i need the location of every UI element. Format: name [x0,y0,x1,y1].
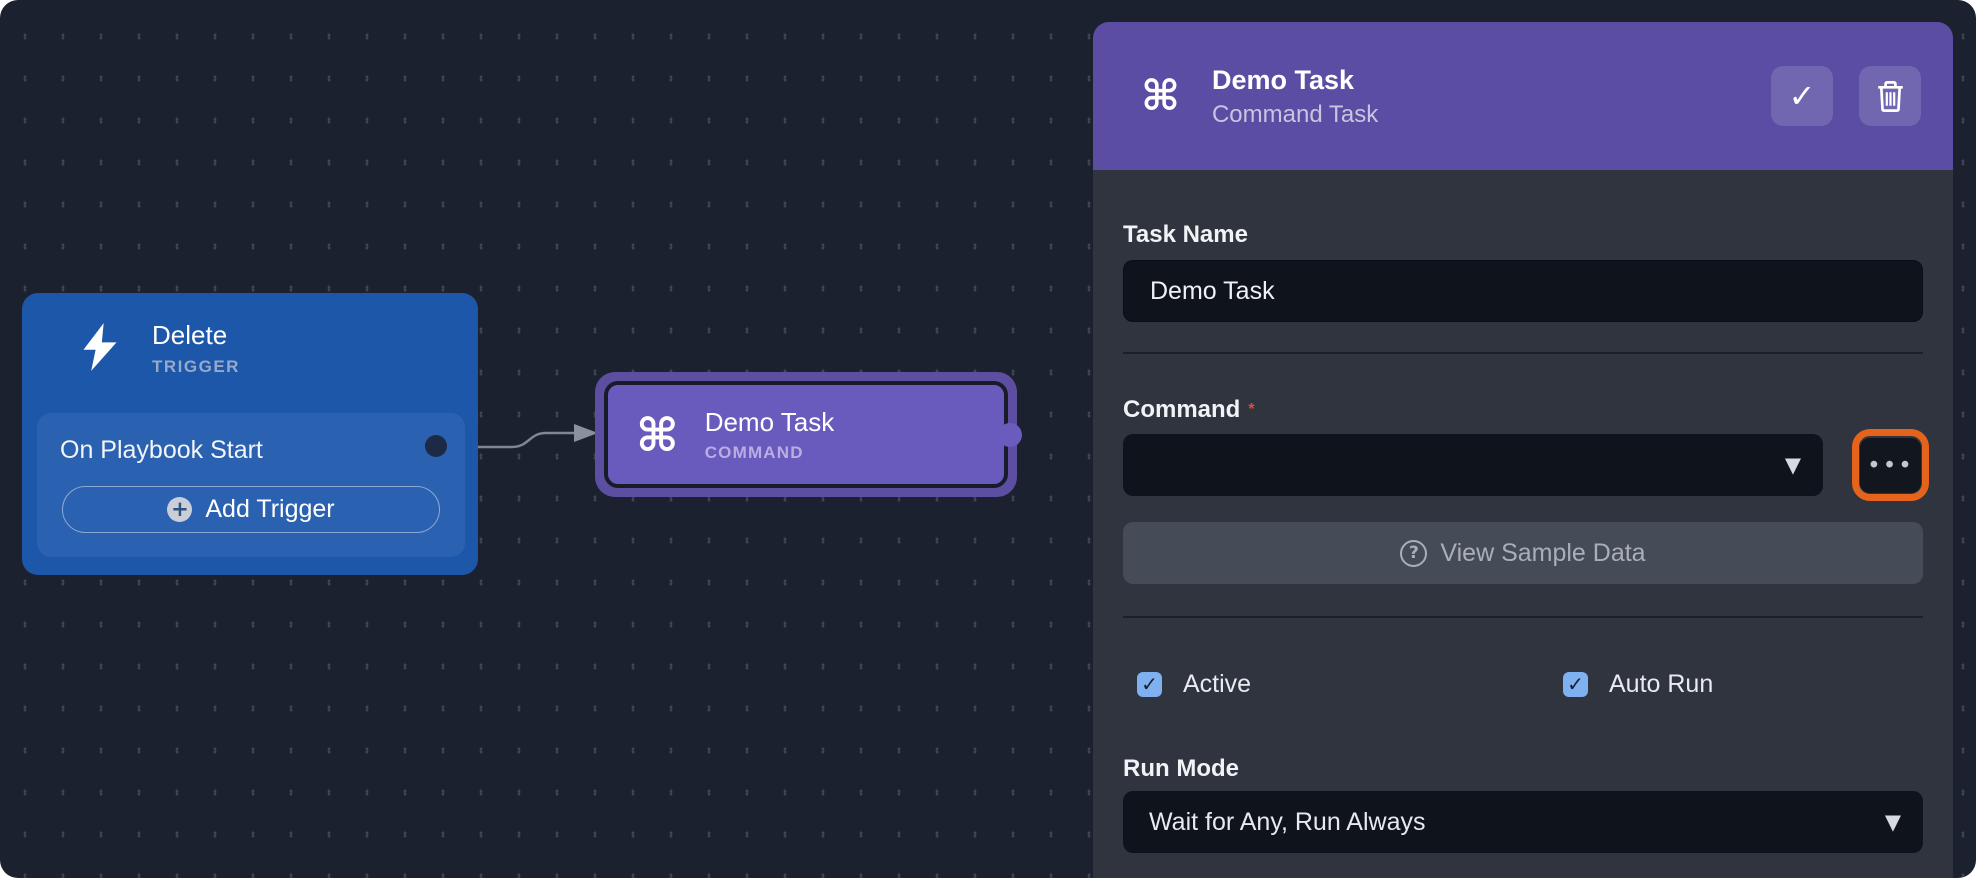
delete-task-button[interactable] [1859,66,1921,126]
command-icon: ⌘ [636,407,679,462]
add-trigger-button[interactable]: + Add Trigger [62,486,440,533]
panel-title: Demo Task [1211,64,1355,95]
chevron-down-icon: ▼ [1784,453,1801,477]
auto-run-checkbox-field[interactable]: ✓ Auto Run [1523,670,1923,699]
run-mode-label: Run Mode [1123,755,1239,782]
trigger-node-header: Delete TRIGGER [78,320,240,377]
output-connection-handle[interactable] [425,435,447,457]
checkbox-checked-icon[interactable]: ✓ [1137,672,1162,697]
task-node[interactable]: ⌘ Demo Task COMMAND [604,381,1008,488]
trigger-node-type: TRIGGER [152,357,240,376]
check-icon: ✓ [1788,77,1816,115]
panel-subtitle: Command Task [1211,100,1379,128]
trash-icon [1877,80,1903,112]
view-sample-data-label: View Sample Data [1440,538,1646,567]
task-name-input[interactable] [1123,260,1923,322]
checkbox-checked-icon[interactable]: ✓ [1563,672,1588,697]
task-node-type: COMMAND [704,442,804,462]
plus-circle-icon: + [167,497,193,522]
view-sample-data-button[interactable]: ? View Sample Data [1123,522,1923,584]
active-checkbox-field[interactable]: ✓ Active [1123,670,1523,699]
panel-header: ⌘ Demo Task Command Task ✓ [1093,22,1953,170]
command-label: Command [1123,396,1241,423]
section-divider [1123,352,1923,354]
task-node-title: Demo Task [704,406,835,437]
section-divider [1123,616,1923,618]
trigger-item-label: On Playbook Start [60,436,263,464]
auto-run-checkbox-label: Auto Run [1609,670,1714,698]
run-mode-select-value: Wait for Any, Run Always [1149,807,1426,836]
task-node-selection-ring[interactable]: ⌘ Demo Task COMMAND [595,372,1022,497]
question-circle-icon: ? [1400,539,1428,567]
add-trigger-label: Add Trigger [205,495,335,523]
task-name-label: Task Name [1123,221,1248,248]
command-more-options-button[interactable]: ••• [1860,438,1921,493]
task-config-panel: ⌘ Demo Task Command Task ✓ Task Name Co [1093,22,1953,878]
task-output-handle[interactable] [998,422,1022,447]
lightning-bolt-icon [83,323,117,371]
command-select[interactable]: ▼ [1123,434,1823,496]
trigger-node-title: Delete [152,320,228,350]
run-mode-select[interactable]: Wait for Any, Run Always ▼ [1123,791,1923,853]
command-icon: ⌘ [1141,71,1180,120]
required-marker: * [1248,401,1255,418]
chevron-down-icon: ▼ [1884,810,1901,834]
confirm-button[interactable]: ✓ [1771,66,1833,126]
active-checkbox-label: Active [1183,670,1252,698]
trigger-item-card[interactable]: On Playbook Start + Add Trigger [37,413,465,557]
trigger-node[interactable]: Delete TRIGGER On Playbook Start + Add T… [22,293,478,575]
